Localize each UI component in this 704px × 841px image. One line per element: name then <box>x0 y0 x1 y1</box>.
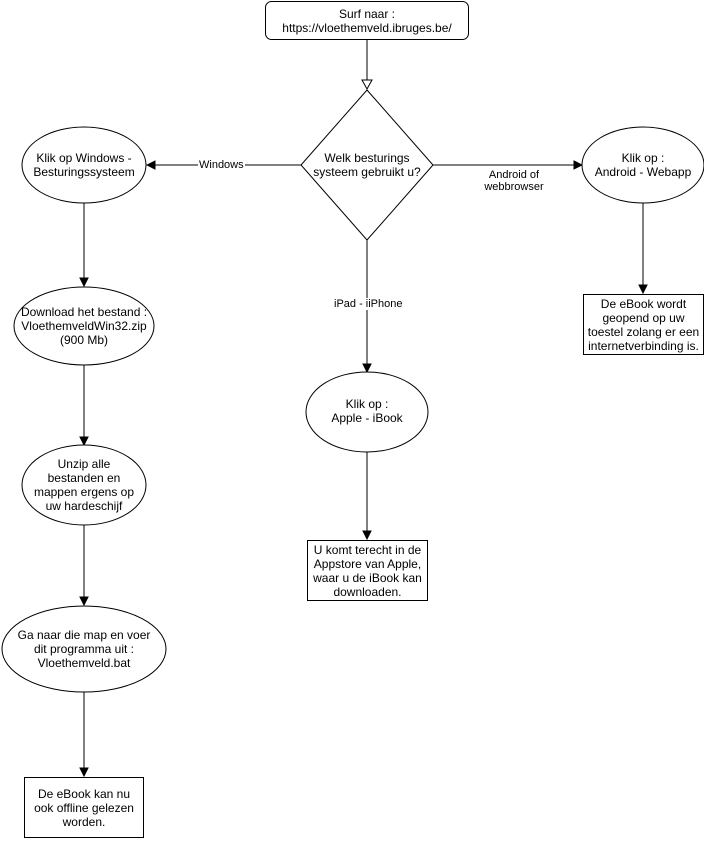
start-node-label: Surf naar : https://vloethemveld.ibruges… <box>282 6 452 35</box>
run-node-shape <box>1 605 167 693</box>
windows-node-label: Klik op Windows - Besturingssysteem <box>33 151 135 179</box>
edge-label-ipad: iPad - iiPhone <box>333 298 404 310</box>
appstore-node-label: U komt terecht in de Appstore van Apple,… <box>313 542 422 599</box>
edge-label-windows: Windows <box>198 159 245 171</box>
apple-node-shape <box>305 371 429 453</box>
unzip-node-label: Unzip alle bestanden en mappen ergens op… <box>33 457 135 513</box>
offline-node-shape <box>24 777 144 838</box>
unzip-node-shape <box>21 444 147 526</box>
appstore-node-shape <box>307 540 428 601</box>
decision-node-label: Welk besturings systeem gebruikt u? <box>313 151 421 179</box>
webapp-node-shape <box>583 294 704 355</box>
webapp-node-label: De eBook wordt geopend op uw toestel zol… <box>587 296 700 353</box>
offline-node-label: De eBook kan nu ook offline gelezen word… <box>34 786 134 829</box>
decision-node-shape <box>300 89 434 241</box>
android-node-shape <box>581 126 704 204</box>
start-node-shape <box>265 1 469 40</box>
download-node-label: Download het bestand : VloethemveldWin32… <box>20 305 148 347</box>
windows-node-shape <box>21 126 147 204</box>
android-node-label: Klik op : Android - Webapp <box>594 151 692 179</box>
download-node-shape <box>13 286 155 366</box>
run-node-label: Ga naar die map en voer dit programma ui… <box>17 628 151 670</box>
edge-label-android: Android of webbrowser <box>483 169 545 193</box>
apple-node-label: Klik op : Apple - iBook <box>331 397 403 425</box>
